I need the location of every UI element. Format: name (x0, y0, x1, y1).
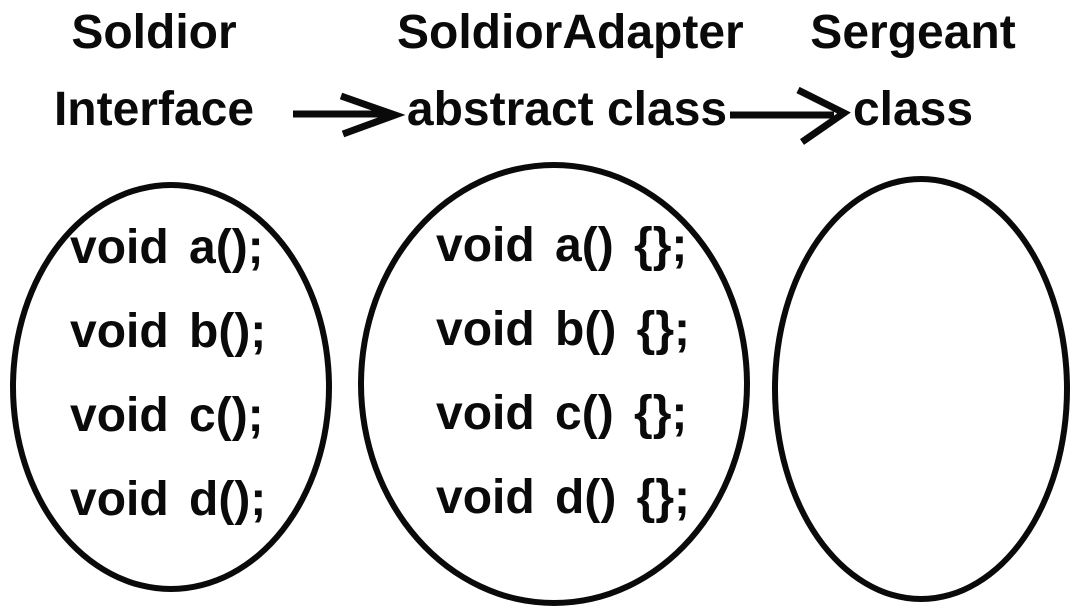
soldior-adapter-ellipse (358, 162, 750, 606)
method-signature: void c(); (70, 389, 264, 442)
right-arrow-icon (730, 86, 851, 145)
sergeant-class-heading: Sergeant class (793, 0, 1033, 148)
soldior-adapter-heading: SoldiorAdapter abstract class (397, 0, 744, 148)
sergeant-class-ellipse (772, 176, 1070, 602)
method-signature: void a() {}; (436, 219, 688, 272)
right-arrow-icon (293, 92, 405, 138)
method-signature: void d(); (70, 473, 267, 526)
method-signature: void b() {}; (436, 303, 690, 356)
heading-line-2: class (852, 83, 974, 136)
method-signature: void b(); (70, 305, 267, 358)
arrow-head (796, 86, 851, 145)
heading-line-2: abstract class (406, 83, 728, 136)
method-signature: void a(); (70, 221, 264, 274)
method-signature: void d() {}; (436, 471, 690, 524)
method-signature: void c() {}; (436, 387, 688, 440)
interface-method-list: void a(); void b(); void c(); void d(); (70, 206, 266, 542)
adapter-method-list: void a() {}; void b() {}; void c() {}; v… (436, 204, 690, 540)
arrow-head (339, 92, 405, 138)
soldior-interface-heading: Soldior Interface (24, 0, 284, 148)
heading-line-2: Interface (53, 83, 255, 136)
heading-line-1: SoldiorAdapter (397, 6, 744, 59)
heading-line-1: Soldior (71, 6, 237, 59)
heading-line-1: Sergeant (810, 6, 1016, 59)
soldior-interface-ellipse (10, 182, 332, 592)
